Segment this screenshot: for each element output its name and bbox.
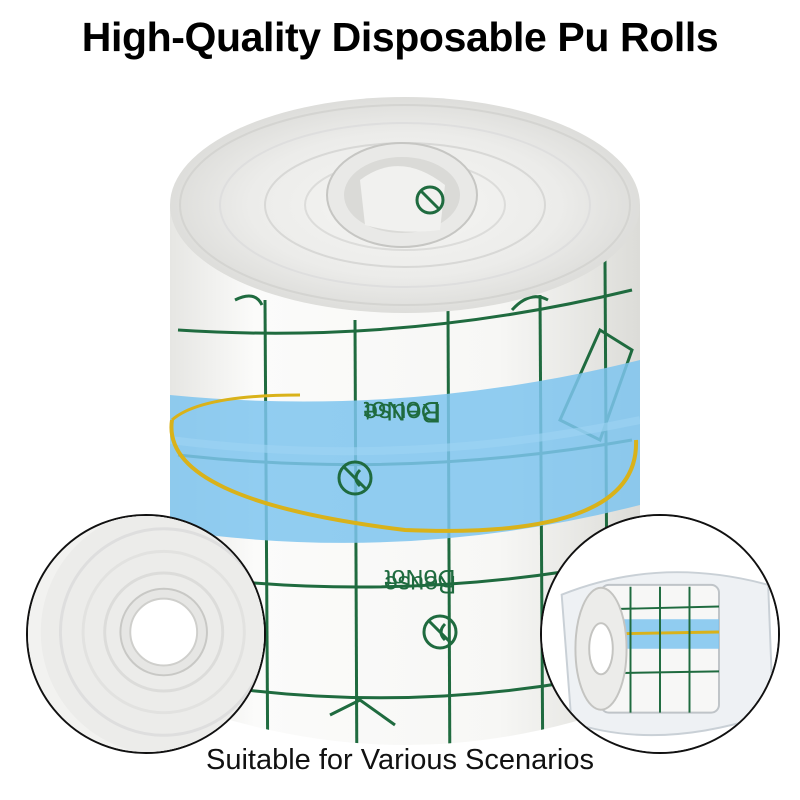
blue-band [170,360,640,543]
caption: Suitable for Various Scenarios [206,744,594,776]
do-not-reuse-icon [337,185,458,650]
roll-print-line2-lower: Reuse [384,570,456,598]
inset-roll-top-view [26,514,266,754]
roll-print-line1-lower: DoNot [385,564,456,592]
roll-print-line1: DoNot [363,396,440,426]
headline: High-Quality Disposable Pu Rolls [81,14,719,60]
roll-print-line2: Reuse [363,398,441,428]
inset-packaged-roll [540,514,780,754]
rubber-band [169,419,639,533]
